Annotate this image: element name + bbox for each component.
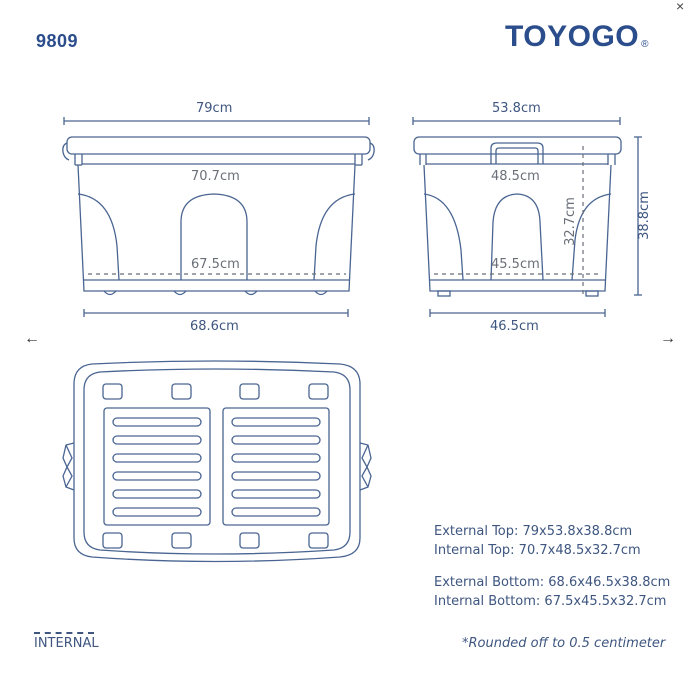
dimension-specs: External Top: 79x53.8x38.8cm Internal To… [434,522,670,611]
legend-internal-label: INTERNAL [34,636,99,651]
spec-internal-top: Internal Top: 70.7x48.5x32.7cm [434,543,641,558]
front-external-bottom-width: 68.6cm [190,319,239,334]
side-internal-height: 32.7cm [562,197,578,246]
rounding-footnote: *Rounded off to 0.5 centimeter [462,636,666,651]
top-view-drawing [62,360,372,563]
front-internal-top-width: 70.7cm [191,169,240,184]
arrow-left-icon[interactable]: ← [24,330,40,347]
close-icon[interactable]: × [676,0,685,14]
spec-external-bottom: External Bottom: 68.6x46.5x38.8cm [434,575,671,590]
front-external-top-width: 79cm [196,101,233,116]
brand-logo: TOYOGO® [505,20,649,54]
side-external-top-depth: 53.8cm [492,101,541,116]
side-internal-bottom-depth: 45.5cm [491,257,540,272]
registered-mark: ® [641,39,650,50]
spec-internal-bottom: Internal Bottom: 67.5x45.5x32.7cm [434,594,667,609]
model-number: 9809 [36,31,79,51]
front-view-drawing [62,117,375,317]
arrow-right-icon[interactable]: → [660,330,676,347]
legend-dashed-line [34,632,94,634]
side-internal-top-depth: 48.5cm [491,169,540,184]
brand-name: TOYOGO [505,20,640,53]
spec-external-top: External Top: 79x53.8x38.8cm [434,524,633,539]
side-external-bottom-depth: 46.5cm [490,319,539,334]
side-view-drawing [412,117,642,317]
front-internal-bottom-width: 67.5cm [191,257,240,272]
side-external-height: 38.8cm [636,191,652,240]
